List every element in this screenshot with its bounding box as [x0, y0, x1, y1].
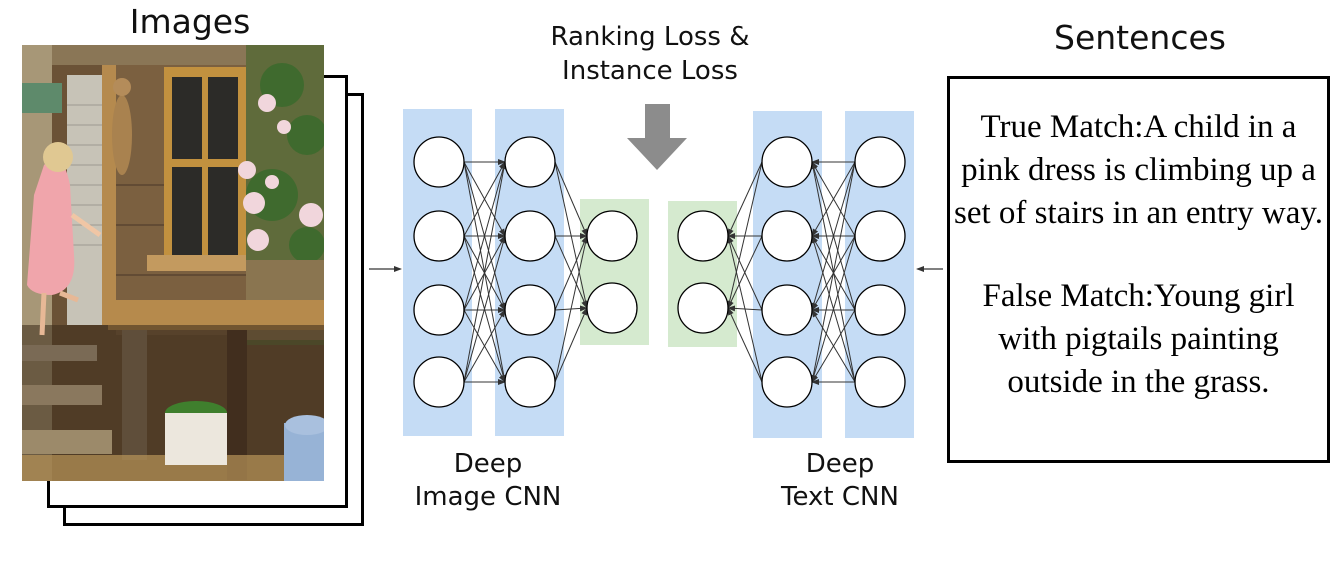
true-match-sentence: True Match:A child in a pink dress is cl…	[953, 109, 1323, 231]
text-cnn-connection	[727, 161, 763, 237]
image-cnn-label-line-1: Deep	[453, 449, 523, 479]
text-cnn-connection	[811, 161, 856, 237]
image-cnn-connection	[463, 161, 507, 383]
image-cnn-layer-2-node-1	[504, 136, 556, 188]
text-cnn-connection	[811, 161, 856, 311]
image-cnn-layer-2-node-2	[504, 210, 556, 262]
image-cnn-connection	[554, 161, 588, 237]
text-cnn-layer-2-node-4	[761, 356, 813, 408]
image-cnn-label-line-2: Image CNN	[414, 482, 562, 512]
image-cnn-connection	[463, 235, 506, 383]
image-cnn-connection	[554, 161, 589, 309]
text-cnn-connection	[727, 235, 763, 311]
sentence-box: True Match:A child in a pink dress is cl…	[947, 76, 1330, 463]
text-cnn-layer-2-node-2	[761, 210, 813, 262]
image-cnn-layer-2-node-3	[504, 284, 556, 336]
text-cnn-connection	[727, 307, 763, 383]
images-title: Images	[129, 2, 251, 41]
text-cnn-label: Deep Text CNN	[740, 448, 940, 514]
image-cnn-label: Deep Image CNN	[378, 448, 598, 514]
sentences-title: Sentences	[1054, 18, 1226, 57]
image-cnn-layer-1-node-2	[413, 210, 465, 262]
image-cnn-connection	[463, 161, 507, 311]
image-cnn-connection	[554, 307, 588, 383]
loss-title: Ranking Loss & Instance Loss	[520, 20, 780, 88]
text-cnn-layer-1-node-1	[677, 210, 729, 262]
image-cnn-layer-3-node-1	[586, 210, 638, 262]
text-cnn-layer-3-node-4	[854, 356, 906, 408]
text-cnn-label-line-1: Deep	[805, 449, 875, 479]
input-photo	[22, 45, 324, 481]
text-cnn-layer-2-node-3	[761, 284, 813, 336]
loss-title-line-1: Ranking Loss &	[550, 22, 750, 52]
text-cnn-layer-3-node-3	[854, 284, 906, 336]
image-cnn-layer-2-node-4	[504, 356, 556, 408]
text-cnn-connection	[726, 161, 763, 309]
text-cnn-label-line-2: Text CNN	[781, 482, 899, 512]
text-cnn-layer-3-node-2	[854, 210, 906, 262]
text-cnn-layer-1-node-2	[677, 282, 729, 334]
text-cnn-layer-2-node-1	[761, 136, 813, 188]
image-cnn-connection	[554, 235, 588, 311]
text-cnn-connection	[810, 161, 856, 383]
text-cnn-connection	[811, 309, 856, 383]
text-cnn-connection	[726, 235, 763, 383]
loss-down-arrow-icon	[627, 104, 687, 170]
image-cnn-layer-3-node-2	[586, 282, 638, 334]
image-cnn-layer-1-node-4	[413, 356, 465, 408]
loss-title-line-2: Instance Loss	[562, 56, 738, 86]
image-cnn-connection	[554, 235, 589, 383]
image-cnn-connection	[463, 309, 506, 383]
false-match-sentence: False Match:Young girl with pigtails pai…	[982, 278, 1295, 400]
image-cnn-layer-1-node-3	[413, 284, 465, 336]
text-cnn-connection	[811, 235, 856, 383]
image-cnn-connection	[463, 161, 506, 237]
image-cnn-layer-1-node-1	[413, 136, 465, 188]
text-cnn-layer-3-node-1	[854, 136, 906, 188]
